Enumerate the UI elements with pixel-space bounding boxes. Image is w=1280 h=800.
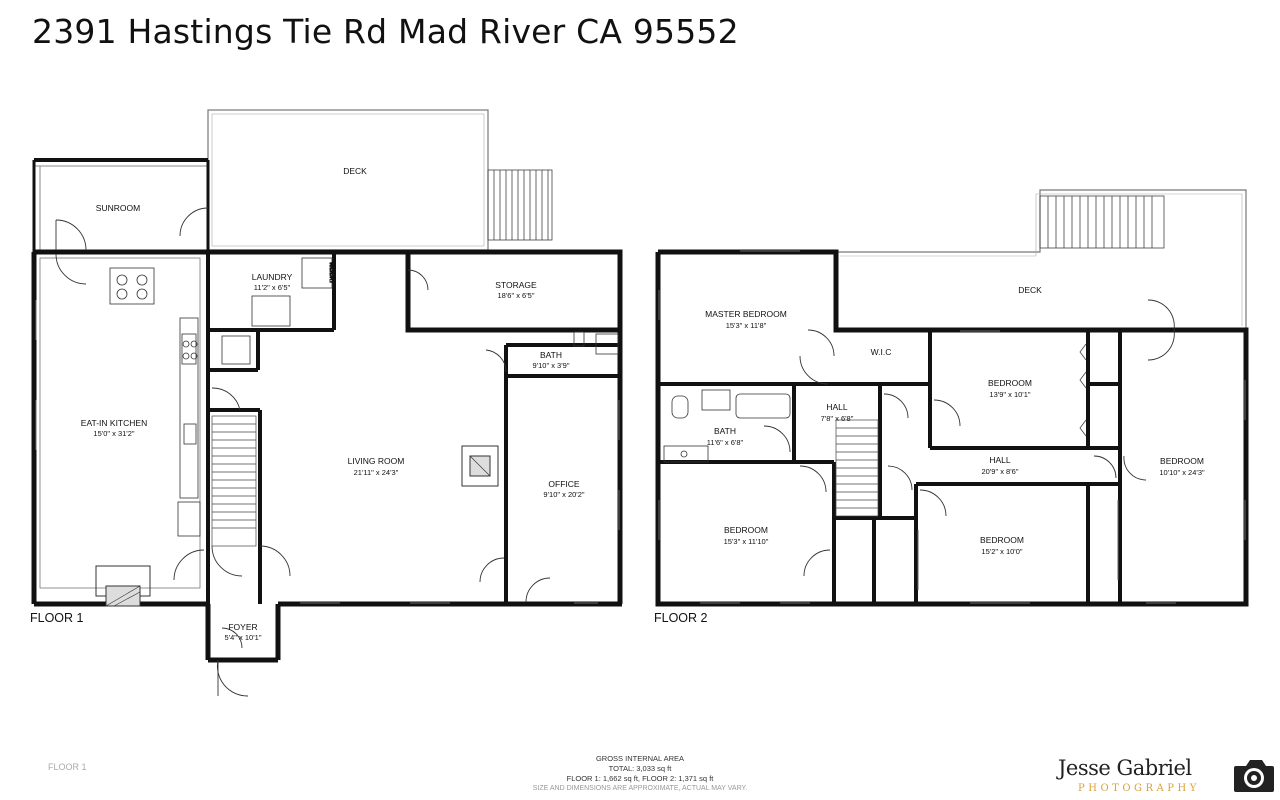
room-hall-a-dims: 7'8" x 6'8" <box>821 414 854 423</box>
area-heading: GROSS INTERNAL AREA <box>595 754 685 763</box>
logo-name: Jesse Gabriel <box>1058 756 1192 780</box>
room-living-dims: 21'11" x 24'3" <box>354 468 399 477</box>
floor-1-stairs <box>211 415 257 547</box>
floor-2-doors <box>763 299 1175 577</box>
floor-2-stairs <box>835 419 879 517</box>
floor-2-outer-walls <box>655 249 1249 607</box>
floor-2-interior-walls <box>658 252 1122 604</box>
floor-2-label: FLOOR 2 <box>654 611 708 625</box>
room-master-dims: 15'3" x 11'8" <box>726 321 767 330</box>
room-living-label: LIVING ROOM <box>348 456 405 466</box>
room-bath2-dims: 11'6" x 6'8" <box>707 438 744 447</box>
room-wic-label: W.I.C <box>871 347 892 357</box>
floor-1-interior-walls <box>206 252 620 604</box>
room-foyer-dims: 5'4" x 10'1" <box>225 633 262 642</box>
area-breakdown: FLOOR 1: 1,662 sq ft, FLOOR 2: 1,371 sq … <box>566 774 714 783</box>
room-sunroom-label: SUNROOM <box>96 203 140 213</box>
room-bedroom-c-dims: 15'3" x 11'10" <box>724 537 769 546</box>
room-bedroom-d-dims: 15'2" x 10'0" <box>981 547 1022 556</box>
sunroom-walls <box>32 158 210 252</box>
room-master-label: MASTER BEDROOM <box>705 309 787 319</box>
deck-stairs-1 <box>487 169 553 241</box>
room-bedroom-a-label: BEDROOM <box>988 378 1032 388</box>
room-hall-a-label: HALL <box>826 402 848 412</box>
photographer-logo: Jesse Gabriel PHOTOGRAPHY <box>1056 752 1280 800</box>
area-total: TOTAL: 3,033 sq ft <box>608 764 672 773</box>
floor-tab[interactable]: FLOOR 1 <box>48 762 87 772</box>
room-hall-b-label: HALL <box>989 455 1011 465</box>
gross-area-summary: GROSS INTERNAL AREA TOTAL: 3,033 sq ft F… <box>500 754 780 794</box>
laundry-fixture-label: W/D/DRY <box>328 262 334 284</box>
room-office-label: OFFICE <box>548 479 579 489</box>
room-bath-label: BATH <box>540 350 562 360</box>
room-bedroom-d-label: BEDROOM <box>980 535 1024 545</box>
room-storage-label: STORAGE <box>495 280 537 290</box>
room-hall-b-dims: 20'9" x 8'6" <box>982 467 1019 476</box>
room-kitchen-label: EAT-IN KITCHEN <box>81 418 147 428</box>
room-bedroom-b-dims: 10'10" x 24'3" <box>1159 468 1205 477</box>
room-storage-dims: 18'6" x 6'5" <box>498 291 535 300</box>
room-bath-dims: 9'10" x 3'9" <box>533 361 570 370</box>
room-deck-label: DECK <box>343 166 367 176</box>
kitchen-fireplace-icon <box>95 565 151 607</box>
room-bedroom-b-label: BEDROOM <box>1160 456 1204 466</box>
page-title: 2391 Hastings Tie Rd Mad River CA 95552 <box>32 12 739 51</box>
camera-icon <box>1234 760 1274 792</box>
floor-2-plan <box>655 189 1249 607</box>
floor-1-label: FLOOR 1 <box>30 611 84 625</box>
deck-outline <box>207 109 489 251</box>
room-bath2-label: BATH <box>714 426 736 436</box>
room-foyer-label: FOYER <box>228 622 257 632</box>
area-disclaimer: SIZE AND DIMENSIONS ARE APPROXIMATE, ACT… <box>532 785 748 792</box>
room-laundry-label: LAUNDRY <box>252 272 293 282</box>
room-kitchen-dims: 15'0" x 31'2" <box>93 429 134 438</box>
living-room-stove-icon <box>461 445 499 487</box>
floor-1-doors <box>55 207 551 697</box>
floor-1-plan: W/D/DRY <box>31 109 623 697</box>
room-office-dims: 9'10" x 20'2" <box>543 490 584 499</box>
room-deck2-label: DECK <box>1018 285 1042 295</box>
kitchen-fixtures <box>109 267 201 537</box>
deck-stairs-2 <box>1039 195 1165 249</box>
room-laundry-dims: 11'2" x 6'5" <box>254 283 291 292</box>
room-bedroom-c-label: BEDROOM <box>724 525 768 535</box>
room-bedroom-a-dims: 13'9" x 10'1" <box>989 390 1030 399</box>
logo-subtitle: PHOTOGRAPHY <box>1078 783 1200 794</box>
